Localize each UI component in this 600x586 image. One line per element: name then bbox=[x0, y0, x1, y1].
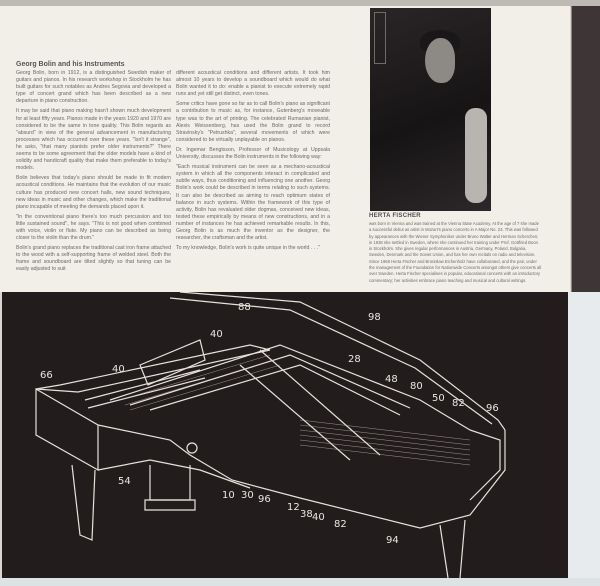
paragraph: It may be said that piano making hasn't … bbox=[16, 108, 171, 172]
diagram-label: 50 bbox=[432, 393, 445, 404]
paragraph: To my knowledge, Bolin's work is quite u… bbox=[176, 245, 320, 252]
diagram-label: 66 bbox=[40, 370, 53, 381]
diagram-label: 96 bbox=[486, 403, 499, 414]
diagram-label: 38 bbox=[300, 509, 313, 520]
paragraph: "Each musical instrument can be seen as … bbox=[176, 164, 330, 242]
photo-arm bbox=[465, 108, 487, 203]
diagram-label: 82 bbox=[334, 519, 347, 530]
bio-name: HERTA FISCHER bbox=[369, 213, 421, 219]
piano-patent-diagram: 88 40 40 66 54 10 30 96 12 38 40 82 94 9… bbox=[2, 292, 568, 578]
diagram-label: 40 bbox=[210, 329, 223, 340]
diagram-label: 80 bbox=[410, 381, 423, 392]
article-column-2: different acoustical conditions and diff… bbox=[176, 70, 330, 255]
paragraph: Georg Bolin, born in 1912, is a distingu… bbox=[16, 70, 171, 105]
photo-face bbox=[425, 38, 455, 83]
diagram-label: 30 bbox=[241, 490, 254, 501]
diagram-label: 28 bbox=[348, 354, 361, 365]
diagram-label: 88 bbox=[238, 302, 251, 313]
diagram-label: 12 bbox=[287, 502, 300, 513]
diagram-label: 40 bbox=[112, 364, 125, 375]
pianist-photo bbox=[370, 8, 491, 211]
diagram-label: 98 bbox=[368, 312, 381, 323]
paragraph: Bolin's grand piano replaces the traditi… bbox=[16, 245, 171, 273]
paragraph: Some critics have gone so far as to call… bbox=[176, 101, 330, 143]
diagram-label: 94 bbox=[386, 535, 399, 546]
paragraph: "In the conventional piano there's too m… bbox=[16, 213, 171, 242]
paragraph: Bolin believes that today's piano should… bbox=[16, 175, 171, 210]
right-sleeve-light bbox=[568, 292, 600, 586]
diagram-label: 54 bbox=[118, 476, 131, 487]
diagram-label: 96 bbox=[258, 494, 271, 505]
diagram-label: 40 bbox=[312, 512, 325, 523]
bio-paragraph: was born in Vienna and was trained at th… bbox=[369, 221, 539, 258]
diagram-label: 10 bbox=[222, 490, 235, 501]
article-heading: Georg Bolin and his Instruments bbox=[16, 61, 125, 68]
paragraph: Dr. Ingemar Bengtsson, Professor of Musi… bbox=[176, 146, 330, 161]
top-edge bbox=[0, 0, 600, 7]
article-column-1: Georg Bolin, born in 1912, is a distingu… bbox=[16, 70, 171, 277]
right-sleeve-dark bbox=[571, 6, 600, 292]
photo-window bbox=[374, 12, 386, 64]
bottom-edge bbox=[0, 578, 600, 586]
diagram-label: 48 bbox=[385, 374, 398, 385]
bio-paragraph: Since 1968 Herta Fischer and Bronislaw E… bbox=[369, 258, 542, 283]
diagram-label: 82 bbox=[452, 398, 465, 409]
paragraph: different acoustical conditions and diff… bbox=[176, 70, 330, 98]
piano-drawing bbox=[35, 292, 506, 578]
bio-text: was born in Vienna and was trained at th… bbox=[369, 221, 542, 284]
